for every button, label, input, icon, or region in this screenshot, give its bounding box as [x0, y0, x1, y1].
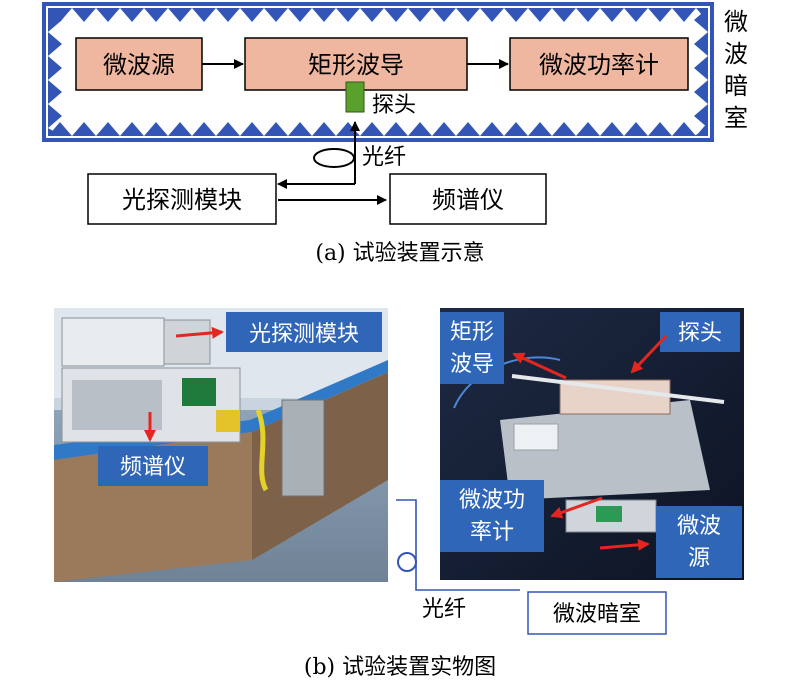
spectrum-analyzer-screen	[182, 378, 216, 406]
absorber-teeth-left	[48, 8, 62, 136]
callout-waveguide	[440, 312, 504, 384]
power-meter-label: 微波功率计	[539, 51, 659, 79]
absorber-teeth-right	[694, 8, 708, 136]
red-arrow-source	[599, 538, 650, 551]
equipment-case	[281, 399, 325, 497]
microwave-source-box	[75, 37, 203, 91]
spectrum-analyzer-box	[389, 173, 547, 225]
callout-power-meter	[440, 480, 544, 552]
chamber-label-2: 波	[724, 40, 748, 68]
callout-waveguide-label-1: 矩形	[450, 320, 494, 345]
detector-module-panel	[163, 319, 211, 365]
callout-detector-label: 光探测模块	[249, 322, 359, 347]
cable-coupler	[513, 423, 559, 451]
chamber-label-box	[527, 591, 667, 635]
chamber-label-1: 微	[724, 8, 748, 36]
photo-left: 光探测模块 频谱仪	[54, 308, 388, 582]
caption-b: (b) 试验装置实物图	[304, 655, 496, 680]
caption-a: (a) 试验装置示意	[315, 241, 484, 266]
fiber-coil-b	[397, 552, 417, 572]
detector-module	[61, 317, 165, 367]
callout-spectrum	[98, 446, 208, 486]
probe-label: 探头	[372, 93, 416, 118]
chamber-label-b: 微波暗室	[553, 602, 641, 627]
support-rod	[511, 374, 725, 404]
rect-waveguide-box	[244, 37, 468, 91]
power-meter-screen	[596, 506, 622, 522]
yellow-device	[216, 410, 240, 432]
callout-detector	[226, 312, 382, 352]
red-arrow-probe	[630, 334, 668, 374]
rect-waveguide-label: 矩形波导	[308, 51, 404, 79]
callout-waveguide-label-2: 波导	[450, 352, 494, 377]
chamber-label-4: 室	[724, 104, 748, 132]
callout-probe-label: 探头	[678, 321, 722, 346]
fiber-coil	[313, 148, 355, 168]
fiber-label: 光纤	[362, 145, 406, 170]
callout-probe	[660, 312, 740, 352]
absorber-teeth-bottom	[48, 122, 708, 136]
power-meter-box	[509, 37, 689, 91]
spectrum-analyzer-vent	[72, 380, 162, 430]
callout-source-label-2: 源	[688, 546, 710, 571]
fiber-path	[396, 499, 520, 591]
callout-power-meter-label-1: 微波功	[459, 488, 525, 513]
photo-right: 矩形 波导 探头 微波功 率计 微波 源	[440, 308, 744, 580]
detector-label: 光探测模块	[122, 186, 242, 214]
chamber-label-3: 暗	[724, 72, 748, 100]
callout-source-label-1: 微波	[677, 514, 721, 539]
spectrum-analyzer-label: 频谱仪	[432, 186, 504, 214]
callout-power-meter-label-2: 率计	[470, 520, 514, 545]
callout-spectrum-label: 频谱仪	[120, 455, 186, 480]
red-arrow-power-meter	[550, 496, 603, 519]
absorber-teeth-top	[48, 8, 708, 22]
microwave-source-label: 微波源	[103, 51, 175, 79]
callout-source	[656, 506, 742, 578]
yellow-cable	[255, 409, 269, 492]
detector-box	[87, 173, 277, 225]
red-arrow-waveguide	[512, 352, 567, 380]
red-arrow-detector	[175, 326, 224, 339]
fiber-label-b: 光纤	[422, 597, 466, 622]
probe	[345, 81, 365, 113]
schematic-a: 微波源 矩形波导 微波功率计 探头 微 波 暗 室 光纤 光探测模块 频谱仪 (…	[42, 2, 748, 266]
fiber-link-b: 光纤 微波暗室	[396, 499, 667, 635]
